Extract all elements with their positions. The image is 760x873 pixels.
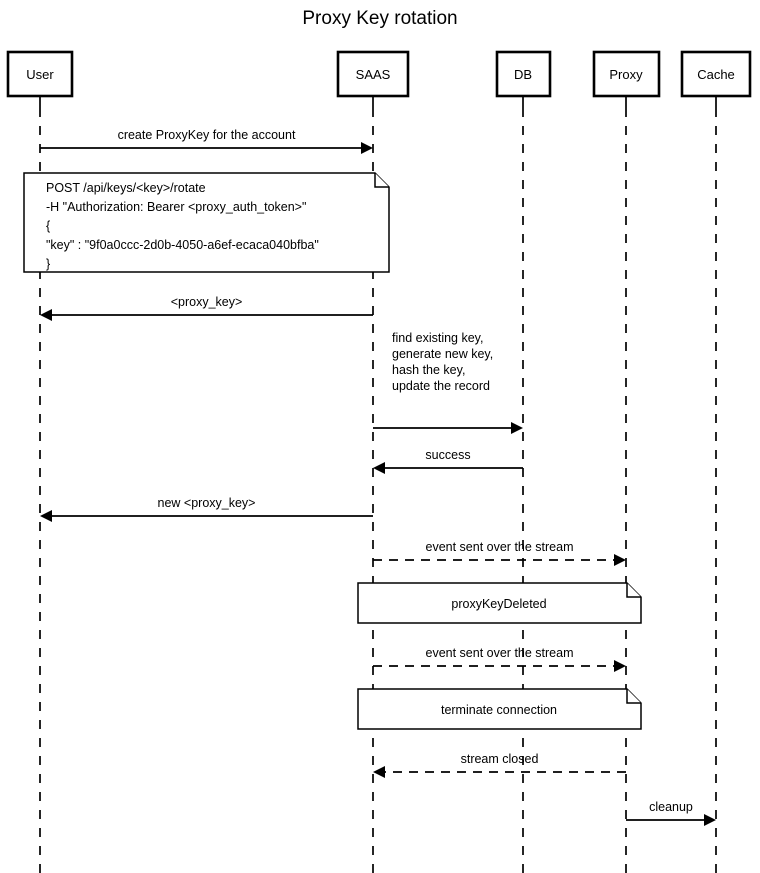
message-arrowhead-m9 <box>704 814 716 826</box>
diagram-title: Proxy Key rotation <box>302 8 457 29</box>
note-body-note-proxy-key-deleted <box>357 582 642 624</box>
activation-note-line: hash the key, <box>392 363 465 377</box>
message-m7[interactable]: event sent over the stream <box>373 646 626 672</box>
message-label-m4: success <box>425 448 470 462</box>
participant-label-user: User <box>26 67 54 82</box>
participant-label-cache: Cache <box>697 67 735 82</box>
message-m2[interactable]: <proxy_key> <box>40 295 373 321</box>
participant-box-proxy <box>592 50 661 98</box>
note-text-line: } <box>46 257 50 271</box>
note-text-line: "key" : "9f0a0ccc-2d0b-4050-a6ef-ecaca04… <box>46 238 319 252</box>
note-body-note-request <box>23 172 390 273</box>
note-fold-corner-note-terminate-connection <box>626 689 641 704</box>
message-arrowhead-m3 <box>511 422 523 434</box>
activation-note-line: update the record <box>392 379 490 393</box>
note-note-proxy-key-deleted: proxyKeyDeleted <box>357 582 642 624</box>
note-body-note-terminate-connection <box>357 688 642 730</box>
note-text-line: -H "Authorization: Bearer <proxy_auth_to… <box>46 200 306 214</box>
message-arrowhead-m8 <box>373 766 385 778</box>
activation-note-n-saas-process: find existing key, generate new key, hash … <box>392 331 493 393</box>
participant-box-saas <box>336 50 410 98</box>
activation-note-line: find existing key, <box>392 331 483 345</box>
activation-notes-layer: find existing key, generate new key, hash … <box>392 331 493 393</box>
note-fold-corner-note-proxy-key-deleted <box>626 583 641 598</box>
message-label-m2: <proxy_key> <box>171 295 243 309</box>
message-m1[interactable]: create ProxyKey for the account <box>40 128 373 154</box>
participant-box-db <box>495 50 552 98</box>
message-label-m8: stream closed <box>461 752 539 766</box>
message-arrowhead-m2 <box>40 309 52 321</box>
participant-cache[interactable]: Cache <box>680 50 752 98</box>
message-m5[interactable]: new <proxy_key> <box>40 496 373 522</box>
note-text-line: { <box>46 219 50 233</box>
participant-user[interactable]: User <box>6 50 74 98</box>
participant-box-cache <box>680 50 752 98</box>
message-label-m5: new <proxy_key> <box>158 496 256 510</box>
notes-layer: POST /api/keys/<key>/rotate -H "Authoriza… <box>23 172 642 730</box>
actors-layer: User SAAS DB Proxy Cache <box>6 50 752 98</box>
messages-layer: create ProxyKey for the account <proxy_ke… <box>40 128 716 826</box>
participant-label-saas: SAAS <box>356 67 391 82</box>
message-arrowhead-m7 <box>614 660 626 672</box>
participant-label-db: DB <box>514 67 532 82</box>
participant-saas[interactable]: SAAS <box>336 50 410 98</box>
note-text-line: proxyKeyDeleted <box>451 597 546 611</box>
message-label-m9: cleanup <box>649 800 693 814</box>
participant-db[interactable]: DB <box>495 50 552 98</box>
activation-note-line: generate new key, <box>392 347 493 361</box>
message-m4[interactable]: success <box>373 448 523 474</box>
participant-box-user <box>6 50 74 98</box>
participant-label-proxy: Proxy <box>609 67 643 82</box>
participant-proxy[interactable]: Proxy <box>592 50 661 98</box>
note-text-line: terminate connection <box>441 703 557 717</box>
message-label-m6: event sent over the stream <box>426 540 574 554</box>
message-arrowhead-m6 <box>614 554 626 566</box>
note-fold-corner-note-request <box>374 173 389 188</box>
message-arrowhead-m5 <box>40 510 52 522</box>
message-label-m7: event sent over the stream <box>426 646 574 660</box>
message-m9[interactable]: cleanup <box>626 800 716 826</box>
message-arrowhead-m1 <box>361 142 373 154</box>
note-note-request: POST /api/keys/<key>/rotate -H "Authoriza… <box>23 172 390 273</box>
note-note-terminate-connection: terminate connection <box>357 688 642 730</box>
message-m8[interactable]: stream closed <box>373 752 626 778</box>
message-m3[interactable] <box>373 422 523 434</box>
note-text-line: POST /api/keys/<key>/rotate <box>46 181 206 195</box>
message-m6[interactable]: event sent over the stream <box>373 540 626 566</box>
message-arrowhead-m4 <box>373 462 385 474</box>
message-label-m1: create ProxyKey for the account <box>118 128 296 142</box>
